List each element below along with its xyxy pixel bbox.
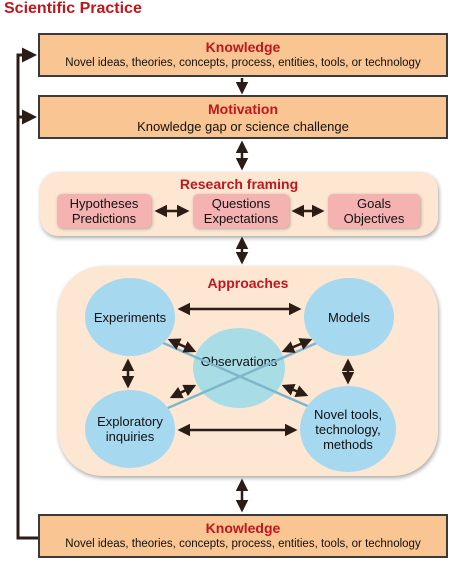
approaches-heading: Approaches <box>207 275 289 291</box>
observations-label: Observations <box>200 353 278 369</box>
exploratory-circle: Exploratory inquiries <box>85 390 175 468</box>
observations-circle: Observations <box>193 328 285 408</box>
hypotheses-predictions-pill: Hypotheses Predictions <box>57 194 151 228</box>
knowledge-bottom-text: Novel ideas, theories, concepts, process… <box>65 538 421 550</box>
expectations-label: Expectations <box>203 211 279 226</box>
novel-tools-label-2: technology, <box>315 421 381 437</box>
motivation-heading: Motivation <box>208 101 278 117</box>
knowledge-top-heading: Knowledge <box>205 39 281 55</box>
exploratory-label-1: Exploratory <box>97 414 163 429</box>
arrow-obs-experiments <box>167 338 197 353</box>
goals-label: Goals <box>357 196 391 211</box>
arrow-obs-novel <box>281 384 309 397</box>
exploratory-label-2: inquiries <box>105 429 155 444</box>
feedback-loop-line <box>16 47 38 540</box>
knowledge-top-box: Knowledge Novel ideas, theories, concept… <box>38 33 448 77</box>
motivation-box: Motivation Knowledge gap or science chal… <box>38 95 448 139</box>
diagram-title: Scientific Practice <box>4 0 142 17</box>
knowledge-bottom-heading: Knowledge <box>205 520 281 536</box>
novel-tools-label-3: methods <box>323 436 373 452</box>
experiments-circle: Experiments <box>85 278 175 356</box>
models-circle: Models <box>304 278 394 356</box>
research-framing-heading: Research framing <box>179 176 299 192</box>
novel-tools-label-1: Novel tools, <box>314 406 382 422</box>
novel-tools-circle: Novel tools, technology, methods <box>300 386 396 472</box>
arrow-obs-exploratory <box>169 384 197 399</box>
questions-label: Questions <box>211 196 271 211</box>
questions-expectations-pill: Questions Expectations <box>193 194 289 228</box>
motivation-text: Knowledge gap or science challenge <box>137 119 349 134</box>
experiments-label: Experiments <box>93 309 167 325</box>
hypotheses-label: Hypotheses <box>69 196 139 211</box>
knowledge-bottom-box: Knowledge Novel ideas, theories, concept… <box>38 514 448 558</box>
models-label: Models <box>328 309 370 325</box>
goals-objectives-pill: Goals Objectives <box>328 194 420 228</box>
knowledge-top-text: Novel ideas, theories, concepts, process… <box>65 57 421 69</box>
arrow-obs-models <box>281 338 313 353</box>
objectives-label: Objectives <box>343 211 405 226</box>
predictions-label: Predictions <box>71 211 137 226</box>
